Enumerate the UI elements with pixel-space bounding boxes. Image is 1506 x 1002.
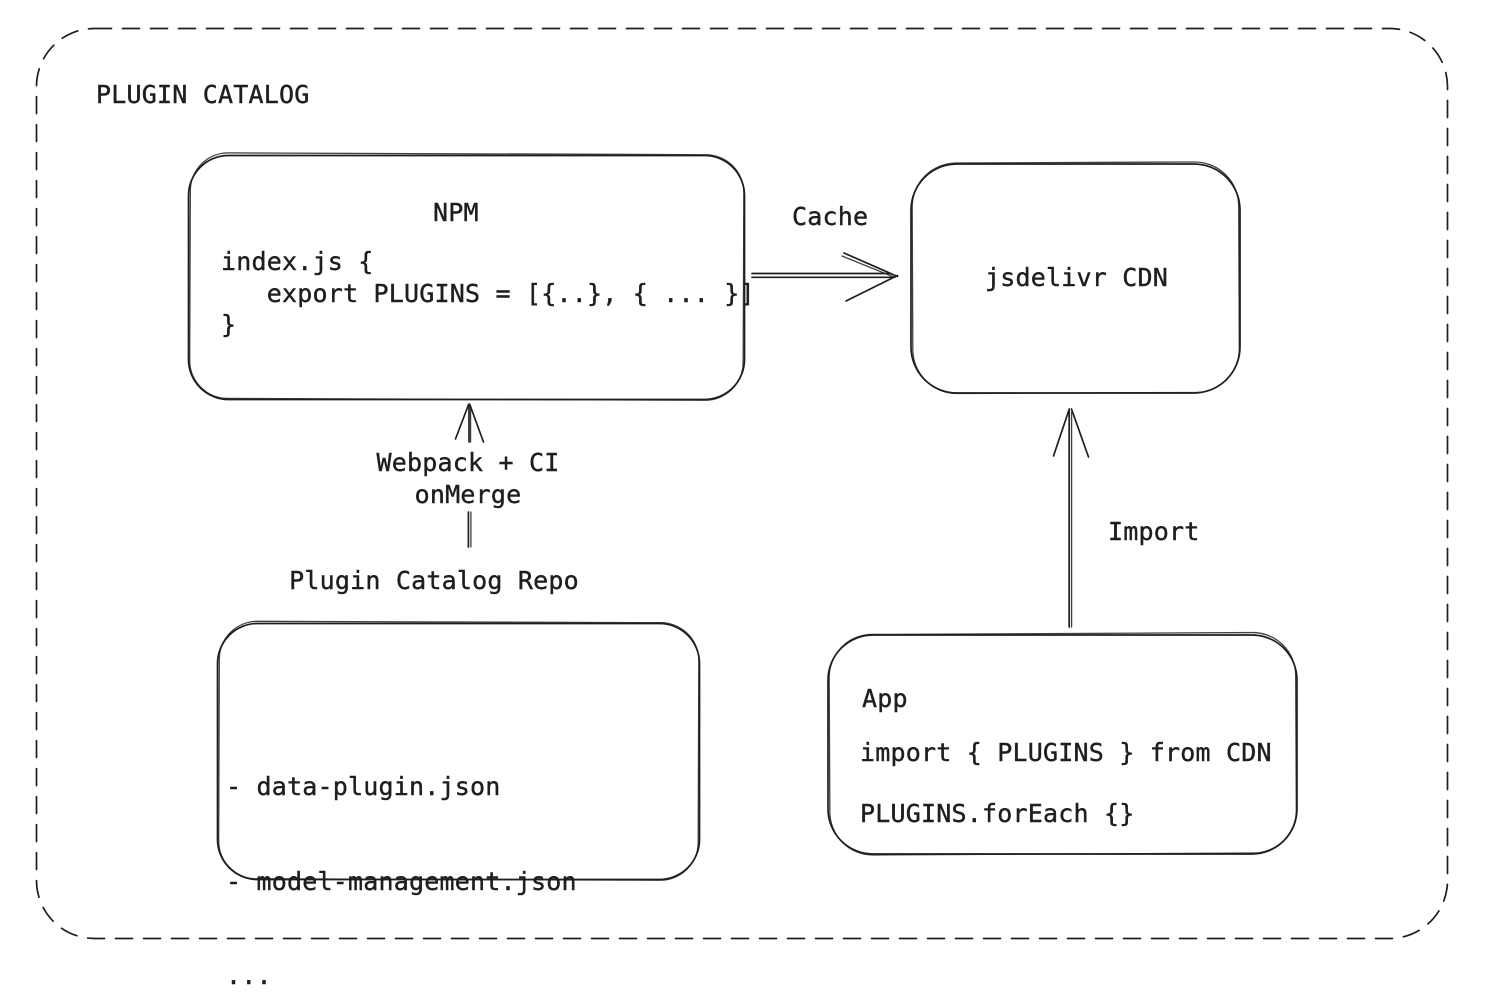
npm-code-snippet: index.js { export PLUGINS = [{..}, { ...…	[221, 247, 755, 339]
repo-file-item: - data-plugin.json	[226, 772, 501, 801]
import-arrow-icon	[1052, 408, 1090, 628]
import-arrow-label: Import	[1108, 517, 1200, 546]
app-import-line: import { PLUGINS } from CDN	[860, 738, 1272, 767]
npm-box	[187, 152, 746, 401]
app-box-title: App	[862, 684, 908, 713]
diagram-title: PLUGIN CATALOG	[96, 80, 310, 109]
npm-box-title: NPM	[433, 198, 479, 227]
app-foreach-line: PLUGINS.forEach {}	[860, 799, 1135, 828]
repo-box	[216, 620, 701, 881]
dashed-container-border	[35, 27, 1449, 940]
cache-arrow-icon	[751, 252, 899, 302]
app-box	[827, 631, 1298, 856]
repo-box-title: Plugin Catalog Repo	[289, 566, 579, 595]
cache-arrow-label: Cache	[792, 202, 869, 231]
repo-file-list: - data-plugin.json - model-management.js…	[226, 708, 577, 1002]
repo-file-item: - model-management.json	[226, 866, 577, 896]
build-arrow-icon	[454, 403, 485, 548]
cdn-box-label: jsdelivr CDN	[985, 263, 1169, 292]
repo-file-ellipsis: ...	[226, 961, 272, 990]
build-arrow-label: Webpack + CI onMerge	[376, 448, 560, 509]
cdn-box	[910, 161, 1241, 395]
